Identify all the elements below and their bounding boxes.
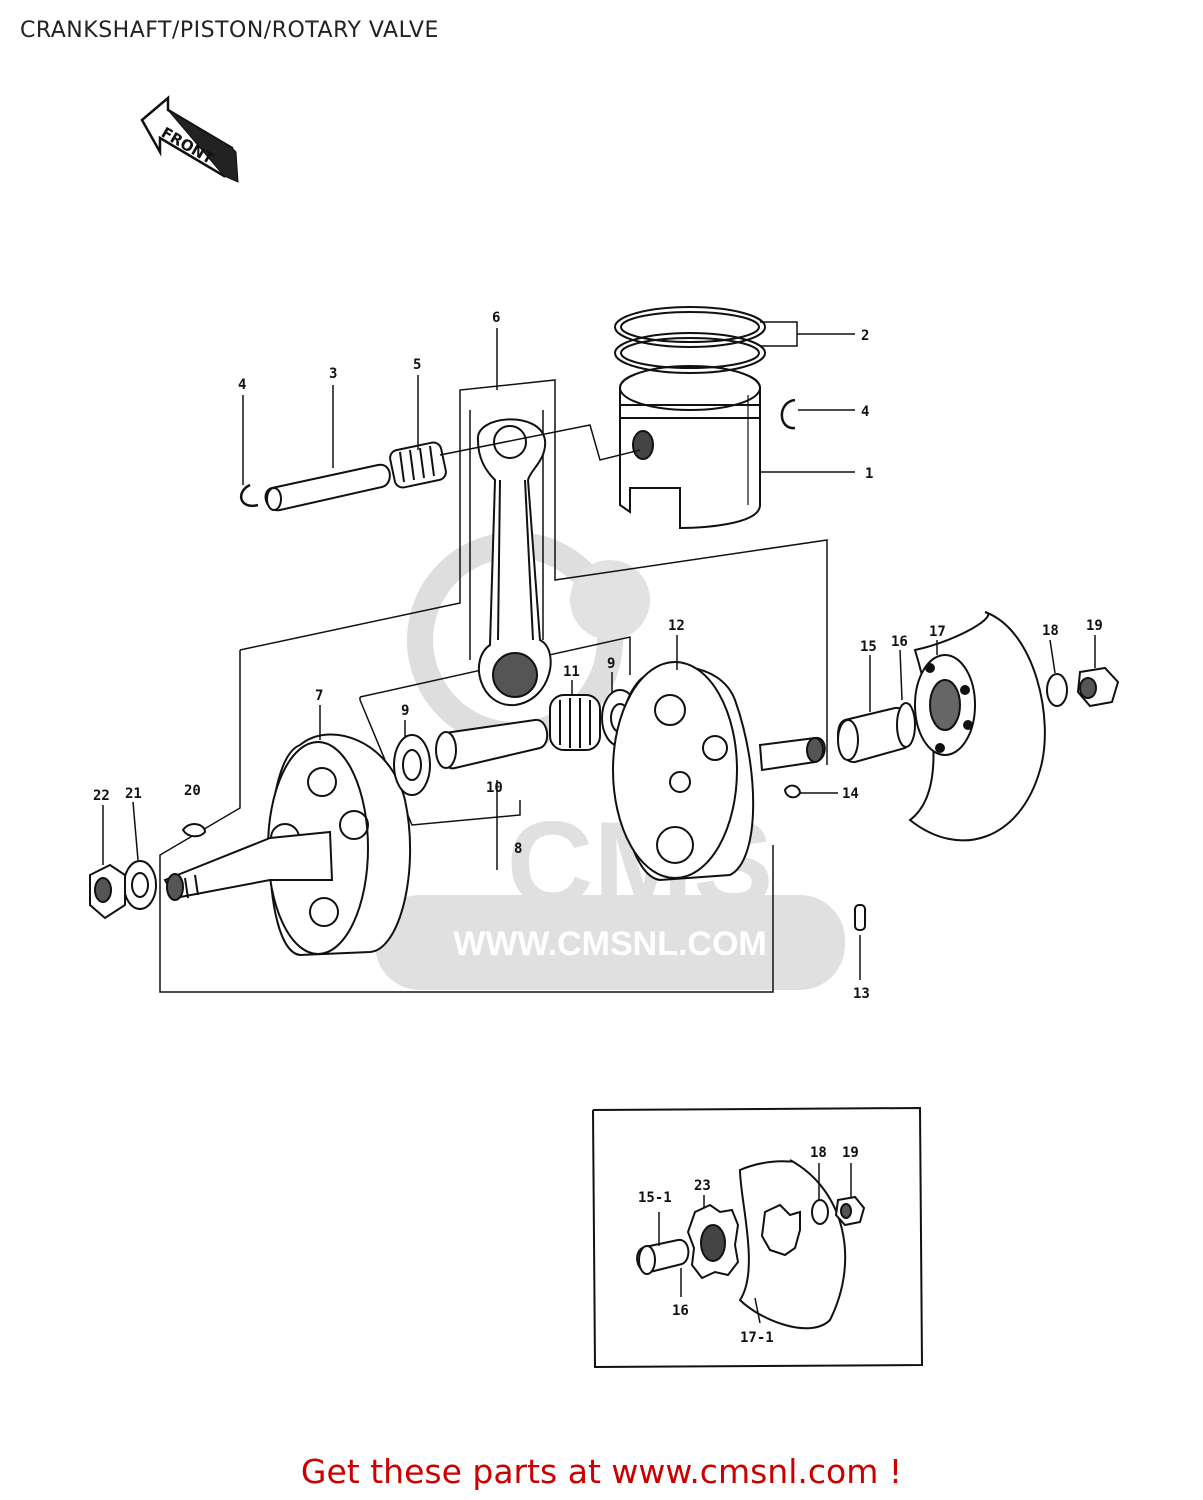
washer-21	[123, 860, 157, 910]
inset-label-23: 23	[694, 1178, 711, 1194]
dowel-pin	[854, 904, 866, 931]
label-18: 18	[1042, 623, 1059, 639]
circlip-right	[780, 398, 796, 430]
page-title: CRANKSHAFT/PISTON/ROTARY VALVE	[20, 18, 439, 43]
label-17: 17	[929, 624, 946, 640]
inset-label-17-1: 17-1	[740, 1330, 774, 1346]
right-crankshaft-shaft	[758, 736, 826, 772]
part-labels: 1 2 3 4 4 5 6 7 8 9 9 10 11 12 13 14 15 …	[93, 310, 1103, 1346]
small-end-bearing	[389, 441, 447, 489]
inset-label-15-1: 15-1	[638, 1190, 672, 1206]
parts-drawing	[89, 306, 1120, 993]
o-ring	[896, 702, 916, 748]
inset-label-16: 16	[672, 1303, 689, 1319]
label-20: 20	[184, 783, 201, 799]
inset-label-18: 18	[810, 1145, 827, 1161]
crank-pin	[435, 718, 549, 770]
label-13: 13	[853, 986, 870, 1002]
nut-19	[1076, 666, 1120, 708]
exploded-parts-diagram: CMS WWW.CMSNL.COM FRONT	[89, 95, 1120, 1369]
label-4-right: 4	[861, 404, 869, 420]
watermark-url: WWW.CMSNL.COM	[453, 925, 767, 963]
label-12: 12	[668, 618, 685, 634]
label-1: 1	[865, 466, 873, 482]
woodruff-key-20	[181, 823, 207, 838]
label-7: 7	[315, 688, 323, 704]
inset-washer	[811, 1199, 829, 1225]
label-3: 3	[329, 366, 337, 382]
label-15: 15	[860, 639, 877, 655]
label-16: 16	[891, 634, 908, 650]
piston-pin	[264, 463, 391, 512]
circlip-left	[239, 483, 259, 508]
inset-nut	[834, 1195, 866, 1227]
label-14: 14	[842, 786, 859, 802]
label-9-left: 9	[401, 703, 409, 719]
piston-rings	[614, 306, 766, 374]
inset-rotary-valve-variant	[592, 1106, 924, 1369]
label-6: 6	[492, 310, 500, 326]
label-22: 22	[93, 788, 110, 804]
left-crankshaft-shaft	[163, 830, 334, 901]
label-10: 10	[486, 780, 503, 796]
connecting-rod	[476, 418, 552, 707]
right-flywheel	[612, 661, 755, 882]
assembly-brackets	[159, 379, 828, 993]
rotary-valve-disc	[908, 611, 1046, 842]
front-arrow: FRONT	[140, 95, 239, 183]
label-5: 5	[413, 357, 421, 373]
big-end-bearing	[549, 694, 601, 751]
inset-label-19: 19	[842, 1145, 859, 1161]
label-19: 19	[1086, 618, 1103, 634]
inset-drive-gear	[686, 1203, 740, 1280]
label-4-left: 4	[238, 377, 246, 393]
label-8: 8	[514, 841, 522, 857]
get-parts-link[interactable]: Get these parts at www.cmsnl.com !	[300, 1452, 903, 1491]
woodruff-key-14	[783, 784, 802, 799]
leader-lines	[102, 321, 1096, 870]
label-21: 21	[125, 786, 142, 802]
nut-22	[89, 863, 126, 920]
label-2: 2	[861, 328, 869, 344]
piston	[619, 365, 761, 530]
label-9-right: 9	[607, 656, 615, 672]
washer-18	[1046, 673, 1068, 707]
label-11: 11	[563, 664, 580, 680]
